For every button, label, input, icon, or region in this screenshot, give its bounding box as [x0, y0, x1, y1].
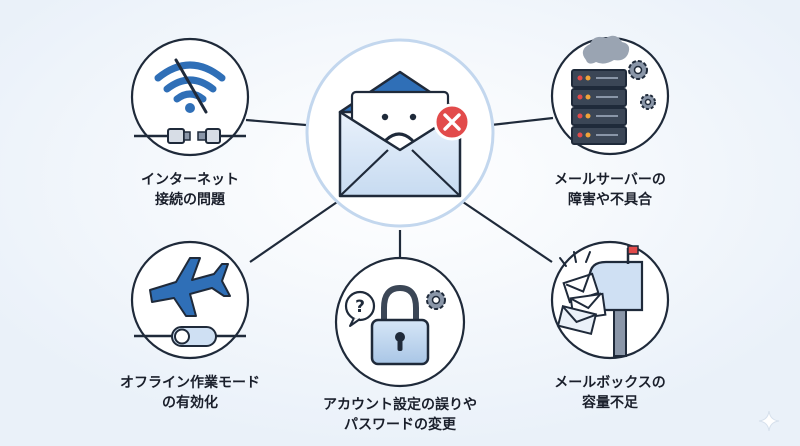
connector-offline [249, 199, 341, 263]
node-server [550, 35, 670, 156]
sad-envelope-error-icon [338, 70, 471, 198]
label-offline: オフライン作業モード の有効化 [95, 373, 285, 413]
label-server-line-2: 障害や不具合 [568, 192, 652, 208]
airplane-toggle-icon [134, 257, 246, 347]
label-server: メールサーバーの 障害や不具合 [520, 170, 700, 210]
sparkle-icon [758, 410, 780, 432]
node-offline [130, 240, 250, 360]
label-internet: インターネット 接続の問題 [120, 170, 260, 210]
node-mailbox [550, 240, 670, 360]
label-account-line-2: パスワードの変更 [344, 417, 456, 433]
server-smoke-gear-icon [571, 35, 656, 145]
label-mailbox: メールボックスの 容量不足 [520, 373, 700, 413]
label-internet-line-1: インターネット [141, 172, 239, 188]
label-mailbox-line-2: 容量不足 [582, 395, 638, 411]
node-account: ? [334, 256, 466, 388]
label-account-line-1: アカウント設定の誤りや [323, 397, 477, 413]
label-offline-line-2: の有効化 [162, 395, 218, 411]
label-offline-line-1: オフライン作業モード [120, 375, 260, 391]
label-internet-line-2: 接続の問題 [155, 192, 225, 208]
full-mailbox-icon [556, 245, 644, 357]
label-account: アカウント設定の誤りや パスワードの変更 [300, 395, 500, 435]
center-node [305, 38, 495, 228]
svg-text:?: ? [355, 297, 365, 317]
label-mailbox-line-1: メールボックスの [554, 375, 666, 391]
connector-mailbox [459, 199, 553, 263]
node-internet [130, 37, 250, 157]
padlock-question-icon: ? [344, 284, 446, 366]
label-server-line-1: メールサーバーの [554, 172, 666, 188]
wifi-cable-icon [134, 58, 246, 144]
